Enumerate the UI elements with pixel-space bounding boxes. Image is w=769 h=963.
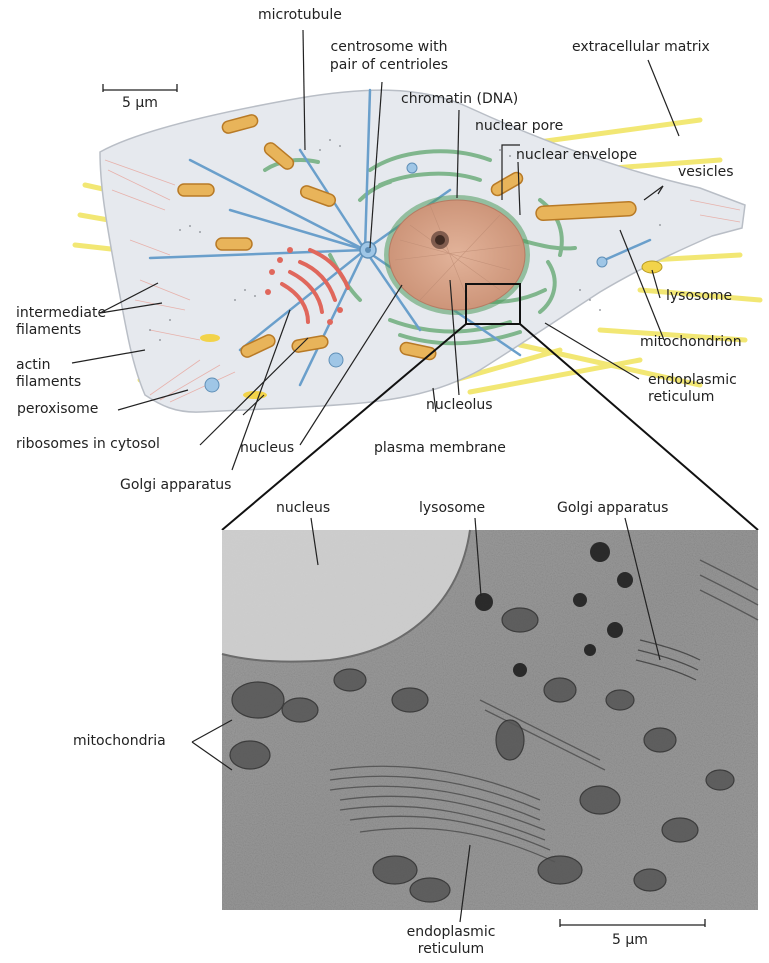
label-plasma-membrane: plasma membrane [374,440,506,457]
label-er-line1: endoplasmic [648,372,737,389]
electron-micrograph [222,530,758,910]
micrograph-label-er-line2: reticulum [386,941,516,958]
label-nuclear-envelope: nuclear envelope [516,147,637,164]
label-intermediate-line1: intermediate [16,305,106,322]
micrograph-label-er-line1: endoplasmic [386,924,516,941]
scale-bar-top [103,84,177,92]
scale-label-bottom: 5 μm [590,932,670,949]
label-ribosomes: ribosomes in cytosol [16,436,160,453]
scale-label-top: 5 μm [100,95,180,112]
label-mitochondrion: mitochondrion [640,334,742,351]
centrosome-drawing [360,242,376,258]
label-chromatin: chromatin (DNA) [401,91,518,108]
label-nucleus: nucleus [240,440,294,457]
label-nucleolus: nucleolus [426,397,493,414]
label-lysosome: lysosome [666,288,732,305]
label-microtubule: microtubule [258,7,342,24]
label-nuclear-pore: nuclear pore [475,118,563,135]
micrograph-label-golgi: Golgi apparatus [557,500,668,517]
label-vesicles: vesicles [678,164,734,181]
label-centrosome-line1: centrosome with [318,39,460,56]
label-actin-line1: actin [16,357,51,374]
label-golgi: Golgi apparatus [120,477,231,494]
scale-bar-bottom [560,919,705,927]
label-intermediate-line2: filaments [16,322,81,339]
label-actin-line2: filaments [16,374,81,391]
label-centrosome-line2: pair of centrioles [318,57,460,74]
label-extracellular-matrix: extracellular matrix [572,39,710,56]
label-er-line2: reticulum [648,389,714,406]
micrograph-label-mitochondria: mitochondria [73,733,166,750]
micrograph-label-nucleus: nucleus [276,500,330,517]
nucleus-drawing [384,195,530,315]
label-peroxisome: peroxisome [17,401,98,418]
micrograph-label-lysosome: lysosome [419,500,485,517]
